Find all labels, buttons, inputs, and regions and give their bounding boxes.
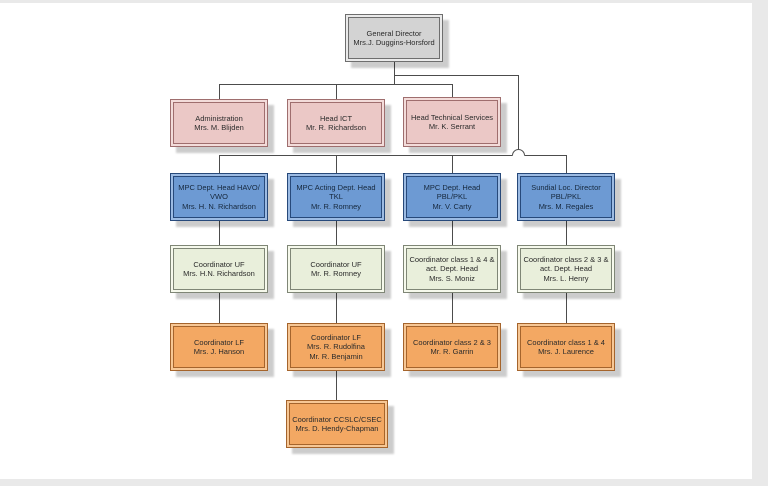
node-title: Administration bbox=[195, 113, 243, 123]
org-node-coordinator-class-2-3-act-dept-head: Coordinator class 2 & 3 & act. Dept. Hea… bbox=[517, 245, 615, 293]
node-title2: VWO bbox=[210, 192, 228, 202]
node-title2: PBL/PKL bbox=[436, 192, 468, 202]
org-node-coordinator-uf-havo: Coordinator UF Mrs. H.N. Richardson bbox=[170, 245, 268, 293]
node-person: Mrs.J. Duggins-Horsford bbox=[353, 38, 435, 47]
org-node-coordinator-ccslc-csec: Coordinator CCSLC/CSEC Mrs. D. Hendy-Cha… bbox=[286, 400, 388, 448]
connector-hop-arc bbox=[512, 149, 525, 156]
org-node-coordinator-class-1-4-act-dept-head: Coordinator class 1 & 4 & act. Dept. Hea… bbox=[403, 245, 501, 293]
node-person: Mrs. J. Hanson bbox=[193, 347, 245, 356]
org-node-head-ict: Head ICT Mr. R. Richardson bbox=[287, 99, 385, 147]
node-title: Coordinator LF bbox=[193, 337, 245, 347]
node-person: Mr. V. Carty bbox=[432, 201, 472, 211]
node-person: Mrs. M. Blijden bbox=[194, 123, 244, 132]
org-node-mpc-dept-head-havo-vwo: MPC Dept. Head HAVO/ VWO Mrs. H. N. Rich… bbox=[170, 173, 268, 221]
org-node-coordinator-lf-hanson: Coordinator LF Mrs. J. Hanson bbox=[170, 323, 268, 371]
node-title: MPC Dept. Head bbox=[423, 182, 481, 192]
node-person: Mr. R. Richardson bbox=[305, 123, 367, 132]
node-title: MPC Dept. Head HAVO/ bbox=[178, 182, 260, 192]
node-title2: act. Dept. Head bbox=[425, 264, 479, 274]
org-node-administration: Administration Mrs. M. Blijden bbox=[170, 99, 268, 147]
connector-gd-to-level3 bbox=[394, 75, 519, 149]
node-title2: PBL/PKL bbox=[550, 192, 582, 202]
node-title: MPC Acting Dept. Head bbox=[296, 182, 376, 192]
node-title: Coordinator CCSLC/CSEC bbox=[292, 414, 382, 424]
node-title: Coordinator class 2 & 3 & bbox=[523, 254, 609, 264]
org-node-mpc-dept-head-pbl-pkl: MPC Dept. Head PBL/PKL Mr. V. Carty bbox=[403, 173, 501, 221]
org-node-coordinator-class-2-3: Coordinator class 2 & 3 Mr. R. Garrin bbox=[403, 323, 501, 371]
node-title: Coordinator class 2 & 3 bbox=[413, 337, 491, 347]
node-person: Mr. R. Romney bbox=[310, 201, 361, 211]
node-person: Mrs. R. Rudolfina bbox=[307, 342, 365, 352]
node-title: Coordinator UF bbox=[193, 259, 245, 269]
org-node-coordinator-uf-tkl: Coordinator UF Mr. R. Romney bbox=[287, 245, 385, 293]
org-node-head-technical-services: Head Technical Services Mr. K. Serrant bbox=[403, 97, 501, 147]
node-title: General Director bbox=[366, 28, 422, 38]
node-person: Mrs. S. Moniz bbox=[429, 273, 475, 283]
node-title: Head ICT bbox=[319, 113, 353, 123]
org-node-mpc-acting-dept-head-tkl: MPC Acting Dept. Head TKL Mr. R. Romney bbox=[287, 173, 385, 221]
node-title: Sundial Loc. Director bbox=[531, 182, 601, 192]
org-node-coordinator-class-1-4: Coordinator class 1 & 4 Mrs. J. Laurence bbox=[517, 323, 615, 371]
node-title: Coordinator class 1 & 4 bbox=[527, 337, 605, 347]
org-node-general-director: General Director Mrs.J. Duggins-Horsford bbox=[345, 14, 443, 62]
org-node-sundial-loc-director: Sundial Loc. Director PBL/PKL Mrs. M. Re… bbox=[517, 173, 615, 221]
node-person: Mrs. L. Henry bbox=[543, 273, 589, 283]
node-person: Mr. K. Serrant bbox=[428, 122, 476, 131]
node-person: Mr. R. Romney bbox=[310, 269, 361, 278]
node-person: Mrs. J. Laurence bbox=[538, 347, 594, 356]
node-title: Head Technical Services bbox=[411, 112, 493, 122]
node-title: Coordinator class 1 & 4 & bbox=[409, 254, 495, 264]
node-title2: TKL bbox=[329, 192, 343, 202]
node-title: Coordinator LF bbox=[310, 332, 362, 342]
node-person: Mr. R. Garrin bbox=[430, 347, 474, 356]
document-page bbox=[0, 3, 752, 479]
node-person: Mrs. H. N. Richardson bbox=[182, 201, 256, 211]
node-person2: Mr. R. Benjamin bbox=[309, 351, 363, 361]
node-person: Mrs. M. Regales bbox=[538, 201, 594, 211]
org-node-coordinator-lf-rudolfina-benjamin: Coordinator LF Mrs. R. Rudolfina Mr. R. … bbox=[287, 323, 385, 371]
node-person: Mrs. D. Hendy-Chapman bbox=[295, 424, 379, 433]
node-title: Coordinator UF bbox=[310, 259, 362, 269]
node-person: Mrs. H.N. Richardson bbox=[183, 269, 255, 278]
node-title2: act. Dept. Head bbox=[539, 264, 593, 274]
